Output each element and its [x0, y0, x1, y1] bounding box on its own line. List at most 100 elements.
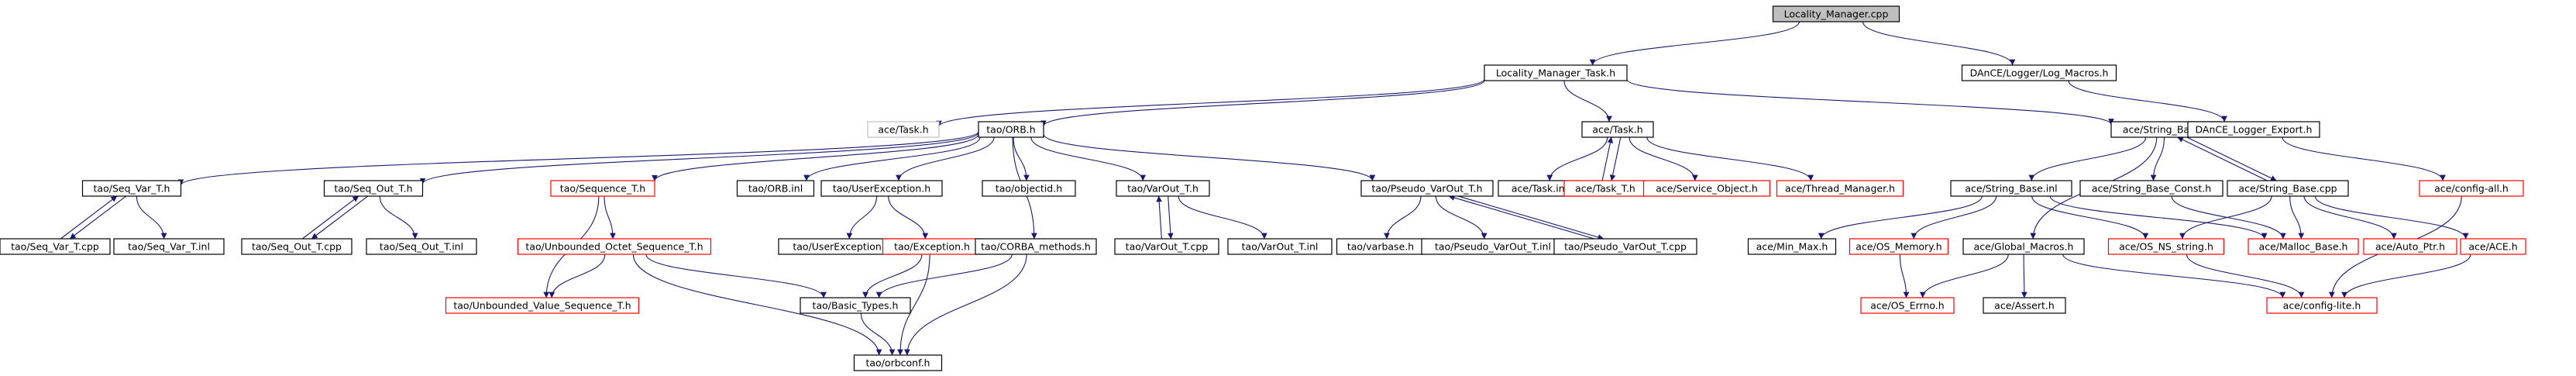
- node-ace-ace-h[interactable]: ace/ACE.h: [2460, 238, 2526, 255]
- node-box: [2363, 238, 2457, 255]
- edge-tao-exception-h-to-tao-basic-types-h: [862, 254, 923, 298]
- edge-tao-seq-var-t-h-to-tao-seq-var-t-cpp: [69, 195, 127, 240]
- node-ace-min-max-h[interactable]: ace/Min_Max.h: [1747, 238, 1837, 255]
- node-ace-assert-h[interactable]: ace/Assert.h: [1983, 297, 2066, 314]
- node-tao-seq-out-t-inl[interactable]: tao/Seq_Out_T.inl: [366, 238, 477, 255]
- edge-tao-seq-out-t-h-to-tao-seq-out-t-cpp: [311, 195, 369, 240]
- node-tao-unbounded-octet-sequence-t-h[interactable]: tao/Unbounded_Octet_Sequence_T.h: [517, 238, 712, 255]
- node-ace-os-errno-h[interactable]: ace/OS_Errno.h: [1860, 297, 1955, 314]
- edge-tao-varout-t-cpp-to-tao-varout-t-h: [1156, 195, 1162, 240]
- node-label: tao/Seq_Out_T.inl: [380, 241, 463, 253]
- node-label: tao/ORB.inl: [748, 183, 803, 195]
- node-box: [2227, 180, 2349, 197]
- node-ace-os-memory-h[interactable]: ace/OS_Memory.h: [1849, 238, 1949, 255]
- node-tao-varbase-h[interactable]: tao/varbase.h: [1336, 238, 1426, 255]
- node-tao-seq-var-t-h[interactable]: tao/Seq_Var_T.h: [81, 180, 182, 197]
- node-tao-sequence-t-h[interactable]: tao/Sequence_T.h: [550, 180, 655, 197]
- node-label: ace/Task.h: [878, 124, 928, 136]
- node-box: [550, 180, 655, 197]
- edge-ace-task-h-to-ace-task-inl: [1546, 136, 1608, 181]
- node-tao-orb-h[interactable]: tao/ORB.h: [978, 121, 1044, 138]
- edge-ace-string-base-cpp-to-ace-ace-h: [2314, 195, 2469, 240]
- node-ace-task-inl[interactable]: ace/Task.inl: [1498, 180, 1581, 197]
- node-label: tao/objectid.h: [996, 183, 1062, 195]
- edge-tao-orb-h-to-tao-orb-inl: [803, 136, 981, 181]
- nodes-layer: Locality_Manager.cppLocality_Manager_Tas…: [0, 5, 2526, 371]
- node-label: ace/Auto_Ptr.h: [2375, 241, 2445, 253]
- node-ace-malloc-base-h[interactable]: ace/Malloc_Base.h: [2248, 238, 2359, 255]
- edge-ace-task-h-to-ace-thread-manager-h: [1646, 136, 1814, 181]
- node-tao-seq-out-t-cpp[interactable]: tao/Seq_Out_T.cpp: [241, 238, 353, 255]
- node-label: ace/OS_Errno.h: [1870, 300, 1944, 312]
- node-tao-orb-inl[interactable]: tao/ORB.inl: [736, 180, 815, 197]
- edge-dance-logger-log-macros-h-to-dance-logger-export-h: [2068, 80, 2227, 122]
- node-label: tao/Seq_Var_T.h: [94, 183, 170, 195]
- node-box: [1227, 238, 1333, 255]
- node-label: ace/Service_Object.h: [1656, 183, 1758, 195]
- node-label: tao/Seq_Out_T.h: [334, 183, 412, 195]
- node-tao-varout-t-h[interactable]: tao/VarOut_T.h: [1116, 180, 1210, 197]
- node-box: [975, 238, 1097, 255]
- edge-tao-varout-t-h-to-tao-varout-t-inl: [1178, 195, 1267, 240]
- node-tao-unbounded-value-sequence-t-h[interactable]: tao/Unbounded_Value_Sequence_T.h: [445, 297, 640, 314]
- node-box: [2107, 238, 2225, 255]
- node-tao-varout-t-cpp[interactable]: tao/VarOut_T.cpp: [1114, 238, 1219, 255]
- node-ace-string-base-cpp[interactable]: ace/String_Base.cpp: [2227, 180, 2349, 197]
- node-label: tao/VarOut_T.inl: [1242, 241, 1319, 253]
- node-tao-orbconf-h[interactable]: tao/orbconf.h: [853, 354, 943, 371]
- node-locality-manager-task-h[interactable]: Locality_Manager_Task.h: [1484, 64, 1628, 81]
- node-ace-task-h[interactable]: ace/Task.h: [867, 121, 940, 138]
- node-label: tao/UserException.h: [833, 183, 930, 195]
- node-ace-task-h[interactable]: ace/Task.h: [1581, 121, 1654, 138]
- node-tao-seq-var-t-inl[interactable]: tao/Seq_Var_T.inl: [113, 238, 225, 255]
- node-label: ace/OS_NS_string.h: [2119, 241, 2213, 253]
- node-tao-userexception-h[interactable]: tao/UserException.h: [820, 180, 943, 197]
- node-label: tao/CORBA_methods.h: [981, 241, 1091, 253]
- edge-tao-seq-out-t-cpp-to-tao-seq-out-t-h: [301, 195, 359, 240]
- node-box: [241, 238, 353, 255]
- node-box: [978, 121, 1044, 138]
- node-label: ace/Task.inl: [1512, 183, 1567, 195]
- edges-layer: [60, 21, 2471, 356]
- node-label: ace/Thread_Manager.h: [1785, 183, 1895, 195]
- node-box: [323, 180, 424, 197]
- edge-tao-corba-methods-h-to-tao-basic-types-h: [875, 254, 1013, 298]
- node-label: tao/Seq_Var_T.cpp: [11, 241, 99, 253]
- node-label: ace/Assert.h: [1994, 300, 2055, 312]
- edge-tao-orb-h-to-tao-seq-out-t-h: [419, 132, 979, 185]
- node-ace-string-base-inl[interactable]: ace/String_Base.inl: [1950, 180, 2072, 197]
- node-label: ace/Global_Macros.h: [1974, 241, 2074, 253]
- node-ace-service-object-h[interactable]: ace/Service_Object.h: [1642, 180, 1771, 197]
- node-tao-pseudo-varout-t-inl[interactable]: tao/Pseudo_VarOut_T.inl: [1421, 238, 1565, 255]
- node-label: ace/Min_Max.h: [1756, 241, 1828, 253]
- node-ace-global-macros-h[interactable]: ace/Global_Macros.h: [1962, 238, 2085, 255]
- node-ace-auto-ptr-h[interactable]: ace/Auto_Ptr.h: [2363, 238, 2457, 255]
- node-tao-userexception-inl[interactable]: tao/UserException.inl: [778, 238, 911, 255]
- node-ace-task-t-h[interactable]: ace/Task_T.h: [1563, 180, 1647, 197]
- edge-tao-userexception-h-to-tao-exception-h: [888, 195, 929, 240]
- node-tao-seq-out-t-h[interactable]: tao/Seq_Out_T.h: [323, 180, 424, 197]
- node-tao-objectid-h[interactable]: tao/objectid.h: [982, 180, 1076, 197]
- node-dance-logger-export-h[interactable]: DAnCE_Logger_Export.h: [2187, 121, 2320, 138]
- edge-ace-task-h-to-ace-service-object-h: [1628, 136, 1698, 181]
- node-dance-logger-log-macros-h[interactable]: DAnCE/Logger/Log_Macros.h: [1961, 64, 2117, 81]
- node-ace-config-all-h[interactable]: ace/config-all.h: [2419, 180, 2524, 197]
- node-tao-seq-var-t-cpp[interactable]: tao/Seq_Var_T.cpp: [0, 238, 111, 255]
- node-tao-pseudo-varout-t-cpp[interactable]: tao/Pseudo_VarOut_T.cpp: [1553, 238, 1697, 255]
- node-tao-varout-t-inl[interactable]: tao/VarOut_T.inl: [1227, 238, 1333, 255]
- node-tao-pseudo-varout-t-h[interactable]: tao/Pseudo_VarOut_T.h: [1360, 180, 1494, 197]
- edge-ace-string-base-inl-to-ace-os-memory-h: [1911, 195, 1997, 240]
- node-ace-os-ns-string-h[interactable]: ace/OS_NS_string.h: [2107, 238, 2225, 255]
- node-ace-string-base-const-h[interactable]: ace/String_Base_Const.h: [2079, 180, 2223, 197]
- node-tao-corba-methods-h[interactable]: tao/CORBA_methods.h: [975, 238, 1097, 255]
- node-box: [1849, 238, 1949, 255]
- node-tao-exception-h[interactable]: tao/Exception.h: [882, 238, 982, 255]
- node-ace-thread-manager-h[interactable]: ace/Thread_Manager.h: [1776, 180, 1904, 197]
- node-box: [820, 180, 943, 197]
- edge-locality-manager-task-h-to-ace-string-base-h: [1626, 79, 2114, 125]
- node-tao-basic-types-h[interactable]: tao/Basic_Types.h: [800, 297, 911, 314]
- edge-locality-manager-task-h-to-ace-task-h: [1563, 80, 1612, 122]
- node-ace-config-lite-h[interactable]: ace/config-lite.h: [2266, 297, 2378, 314]
- node-locality-manager-cpp[interactable]: Locality_Manager.cpp: [1772, 5, 1900, 22]
- node-label: tao/Unbounded_Octet_Sequence_T.h: [525, 241, 703, 253]
